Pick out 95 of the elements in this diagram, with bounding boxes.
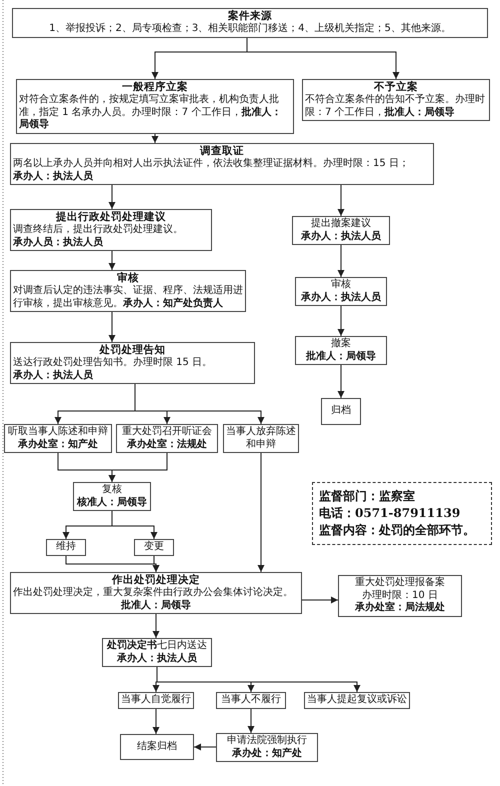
arrow (108, 312, 116, 342)
box-heading: 提出行政处罚处理建议 (54, 211, 167, 224)
box-text: 重大处罚处理报备案 (354, 577, 446, 590)
box-text: 复核 (101, 484, 123, 496)
box-text: 作出处罚处理决定，重大复杂案件由行政办公会集体讨论决定。 (13, 587, 294, 600)
process-box (338, 575, 462, 616)
arrow (246, 38, 400, 80)
box-heading: 不予立案 (372, 81, 419, 94)
box-text: 当事人自觉履行 (121, 694, 191, 706)
box-text: 监督部门：监察室 (319, 488, 416, 505)
box-text: 承办人：执法人员 (300, 230, 382, 243)
box-text: 提出撤案建议 (310, 218, 372, 230)
box-heading: 调查取证 (198, 145, 245, 158)
process-box (12, 8, 488, 38)
arrow (258, 452, 264, 572)
box-text: 当事人放弃陈述和申辩 (226, 426, 296, 451)
process-box (304, 692, 410, 708)
box-text: 维持 (55, 541, 77, 554)
process-box (102, 638, 212, 667)
arrow (152, 614, 160, 638)
arrow (248, 708, 254, 734)
box-heading: 案件来源 (227, 10, 273, 22)
note-box (312, 482, 492, 545)
box-heading: 审核 (116, 272, 140, 284)
box-text: 1、举报投诉；2、局专项检查；3、相关职能部门移送；4、上级机关指定；5、其他来源。 (48, 23, 452, 36)
process-box (10, 572, 302, 614)
process-box (10, 209, 212, 251)
arrow (338, 244, 344, 278)
box-text: 归档 (330, 405, 352, 418)
arrow (108, 184, 116, 210)
process-box (73, 482, 151, 511)
box-text: 不符合立案条件的告知不予立案。办理时限：7 个工作日，批准人：局领导 (305, 94, 486, 119)
process-box (295, 336, 387, 365)
arrow (152, 708, 160, 734)
arrow (134, 384, 264, 424)
arrow (152, 134, 158, 144)
box-text: 承办人：执法人员 (300, 292, 382, 304)
box-text: 两名以上承办人员并向相对人出示执法证件，依法收集整理证据材料。办理时限：15 日； (13, 158, 410, 170)
box-text: 审核 (330, 279, 352, 292)
box-text: 办理时限：10 日 (361, 590, 439, 601)
arrow (338, 184, 344, 216)
process-box (46, 539, 86, 556)
process-box (321, 398, 361, 425)
process-box (302, 79, 490, 121)
process-box (10, 143, 434, 185)
box-text: 承办处室：局法规处 (354, 602, 446, 614)
box-text: 承办人员：执法人员 (13, 236, 104, 249)
box-text: 承办处：知产处 (230, 748, 303, 760)
box-text: 申请法院强制执行 (226, 735, 308, 748)
box-heading: 作出处罚处理决定 (110, 574, 201, 586)
box-text: 批准人：局领导 (304, 350, 377, 363)
arrow (108, 452, 168, 482)
process-box (292, 216, 390, 245)
box-text: 承办人：执法人员 (13, 370, 94, 382)
arrow (338, 306, 344, 336)
box-heading: 一般程序立案 (121, 81, 189, 94)
box-text: 对符合立案条件的，按规定填写立案审批表，机构负责人批准，指定 1 名承办人员。办理时限：7 个工作日，批准人：局领导 (19, 94, 282, 132)
box-text: 承办人：执法人员 (116, 652, 198, 665)
arrow (302, 596, 338, 604)
box-text: 当事人提起复议或诉讼 (307, 694, 407, 706)
arrow (156, 666, 360, 692)
box-text: 送达行政处罚处理告知书。办理时限 15 日。 (13, 357, 214, 370)
box-text: 结案归档 (136, 740, 178, 754)
box-text: 当事人不履行 (220, 694, 282, 706)
arrow (194, 744, 216, 750)
process-box (134, 539, 174, 556)
process-box (10, 270, 246, 312)
box-text: 对调查后认定的违法事实、证据、程序、法规适用进行审核，提出审核意见。承办人：知产处负责人 (13, 285, 243, 310)
box-text: 核准人：局领导 (76, 496, 148, 509)
box-text: 承办处室：知产处 (16, 438, 99, 451)
process-box (216, 692, 286, 708)
box-heading: 处罚处理告知 (98, 344, 166, 356)
arrow (152, 556, 160, 572)
box-text: 批准人：局领导 (120, 600, 192, 612)
process-box (4, 424, 112, 453)
box-text: 承办人：执法人员 (13, 170, 94, 183)
process-box (10, 342, 255, 384)
box-text: 撤案 (330, 338, 352, 350)
process-box (16, 79, 294, 134)
box-text: 听取当事人陈述和申辩 (7, 426, 109, 438)
process-box (118, 692, 194, 708)
box-text: 重大处罚召开听证会 (121, 426, 213, 438)
box-text: 处罚决定书七日内送达 (106, 640, 208, 652)
arrow (338, 364, 344, 398)
box-text: 监督内容：处罚的全部环节。 (319, 522, 476, 539)
process-box (120, 734, 194, 760)
box-text: 调查终结后，提出行政处罚处理建议。 (13, 224, 184, 236)
box-text: 承办处室：法规处 (126, 438, 208, 451)
arrow (108, 250, 116, 270)
process-box (295, 277, 387, 306)
process-box (216, 733, 318, 762)
box-text: 电话：0571-87911139 (319, 505, 462, 522)
arrow (112, 510, 158, 540)
box-text: 变更 (143, 541, 165, 554)
process-box (116, 424, 218, 453)
